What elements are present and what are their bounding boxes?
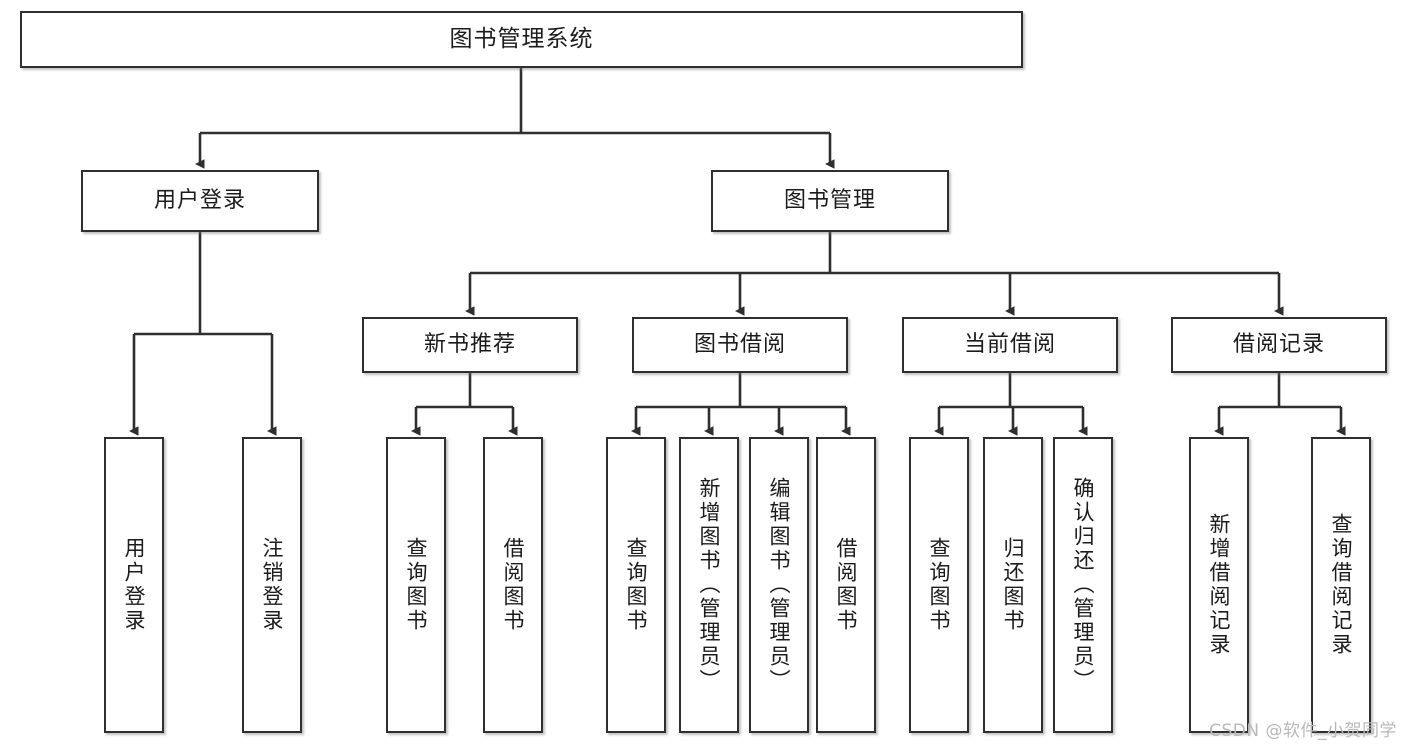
node-leaf-label: 借阅图书 xyxy=(501,537,526,633)
csdn-watermark: CSDN @软件_小贺同学 xyxy=(1209,721,1397,741)
node-leaf-label: 归还图书 xyxy=(1001,537,1026,633)
node-leaf-label: 用户登录 xyxy=(122,537,147,633)
node-current-borrow-label: 当前借阅 xyxy=(963,331,1056,357)
node-borrow-record[interactable]: 借阅记录 xyxy=(1171,317,1387,373)
node-book-borrow[interactable]: 图书借阅 xyxy=(632,317,848,373)
node-new-book-recommend-label: 新书推荐 xyxy=(423,331,516,357)
node-leaf-borrow-book-rec[interactable]: 借阅图书 xyxy=(483,437,543,733)
node-leaf-label: 确认归还（管理员） xyxy=(1071,477,1096,693)
node-leaf-label: 编辑图书（管理员） xyxy=(767,477,792,693)
node-leaf-confirm-return-admin[interactable]: 确认归还（管理员） xyxy=(1053,437,1113,733)
node-user-login-label: 用户登录 xyxy=(153,187,246,213)
node-user-login[interactable]: 用户登录 xyxy=(81,170,319,232)
node-leaf-label: 新增图书（管理员） xyxy=(697,477,722,693)
node-leaf-label: 查询图书 xyxy=(927,537,952,633)
node-book-management-label: 图书管理 xyxy=(783,187,876,213)
node-borrow-record-label: 借阅记录 xyxy=(1232,331,1325,357)
node-leaf-query-book-current[interactable]: 查询图书 xyxy=(909,437,969,733)
node-leaf-return-book[interactable]: 归还图书 xyxy=(983,437,1043,733)
node-current-borrow[interactable]: 当前借阅 xyxy=(902,317,1118,373)
node-leaf-label: 查询图书 xyxy=(624,537,649,633)
node-leaf-label: 查询借阅记录 xyxy=(1329,513,1354,657)
node-leaf-logout[interactable]: 注销登录 xyxy=(242,437,302,733)
node-leaf-edit-book-admin[interactable]: 编辑图书（管理员） xyxy=(749,437,809,733)
node-root[interactable]: 图书管理系统 xyxy=(20,11,1023,68)
node-book-borrow-label: 图书借阅 xyxy=(693,331,786,357)
node-root-label: 图书管理系统 xyxy=(449,25,594,52)
node-book-management[interactable]: 图书管理 xyxy=(711,170,949,232)
node-new-book-recommend[interactable]: 新书推荐 xyxy=(362,317,578,373)
node-leaf-label: 新增借阅记录 xyxy=(1207,513,1232,657)
node-leaf-add-borrow-record[interactable]: 新增借阅记录 xyxy=(1189,437,1249,733)
node-leaf-query-book-rec[interactable]: 查询图书 xyxy=(386,437,446,733)
node-leaf-query-borrow-record[interactable]: 查询借阅记录 xyxy=(1311,437,1371,733)
node-leaf-label: 借阅图书 xyxy=(834,537,859,633)
node-leaf-borrow-book[interactable]: 借阅图书 xyxy=(816,437,876,733)
node-leaf-label: 查询图书 xyxy=(404,537,429,633)
node-leaf-query-book-borrow[interactable]: 查询图书 xyxy=(606,437,666,733)
node-leaf-user-login[interactable]: 用户登录 xyxy=(104,437,164,733)
node-leaf-label: 注销登录 xyxy=(260,537,285,633)
node-leaf-add-book-admin[interactable]: 新增图书（管理员） xyxy=(679,437,739,733)
